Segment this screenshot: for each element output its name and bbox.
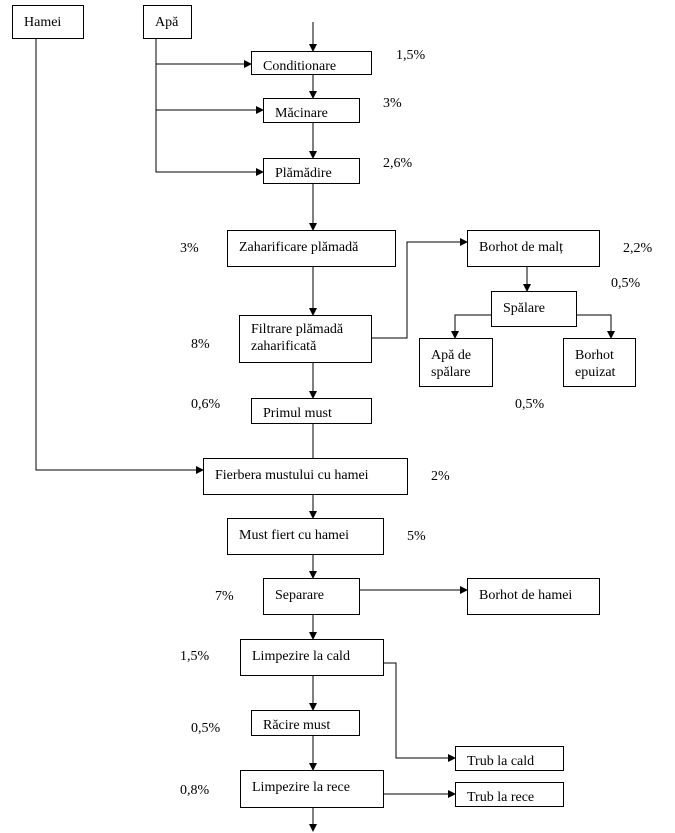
- box-limpezire-rece: Limpezire la rece: [240, 770, 384, 808]
- pct-limpezire-cald: 1,5%: [180, 649, 210, 664]
- pct-zaharificare: 3%: [180, 241, 199, 256]
- box-label: Borhot de hamei: [479, 588, 573, 603]
- box-borhot-epuizat: Borhot epuizat: [563, 338, 636, 387]
- box-fierbere: Fierbera mustului cu hamei: [203, 458, 408, 495]
- box-macinare: Măcinare: [263, 98, 360, 123]
- pct-borhot-malt: 2,2%: [623, 241, 653, 256]
- pct-macinare: 3%: [383, 96, 402, 111]
- box-label: Separare: [275, 588, 324, 603]
- box-label-line: Borhot: [575, 348, 614, 363]
- box-racire: Răcire must: [251, 710, 360, 736]
- box-trub-rece: Trub la rece: [455, 782, 564, 807]
- box-zaharificare: Zaharificare plămadă: [227, 230, 396, 267]
- box-filtrare: Filtrare plămadă zaharificată: [239, 315, 372, 363]
- box-borhot-hamei: Borhot de hamei: [467, 578, 600, 615]
- box-conditionare: Conditionare: [251, 51, 372, 75]
- pct-must-fiert: 5%: [407, 529, 426, 544]
- pct-spalare: 0,5%: [611, 276, 641, 291]
- box-limpezire-cald: Limpezire la cald: [240, 639, 384, 676]
- box-label: Borhot de malț: [479, 240, 563, 255]
- box-label: Hamei: [24, 15, 62, 30]
- box-label: Fierbera mustului cu hamei: [215, 468, 369, 483]
- box-label: Zaharificare plămadă: [239, 240, 359, 255]
- box-label-line: Apă de: [431, 348, 472, 363]
- pct-primul-must: 0,6%: [191, 397, 221, 412]
- box-separare: Separare: [263, 578, 360, 615]
- box-apa: Apă: [143, 5, 192, 39]
- pct-limpezire-rece: 0,8%: [180, 783, 210, 798]
- pct-plamadire: 2,6%: [383, 156, 413, 171]
- box-borhot-malt: Borhot de malț: [467, 230, 600, 267]
- box-label: Răcire must: [263, 718, 331, 733]
- box-label: Măcinare: [275, 106, 328, 121]
- pct-conditionare: 1,5%: [396, 48, 426, 63]
- pct-racire: 0,5%: [191, 721, 221, 736]
- box-label-line: epuizat: [575, 365, 616, 380]
- box-label: Apă: [155, 15, 179, 30]
- box-label: Limpezire la rece: [252, 780, 350, 795]
- box-apa-spalare: Apă de spălare: [419, 338, 493, 387]
- box-label: Trub la cald: [467, 754, 535, 769]
- box-primul-must: Primul must: [251, 398, 372, 424]
- box-label: Trub la rece: [467, 790, 535, 805]
- box-label: Plămădire: [275, 166, 332, 181]
- pct-spalare-out: 0,5%: [515, 397, 545, 412]
- box-label-line: Filtrare plămadă: [251, 322, 344, 337]
- pct-filtrare: 8%: [191, 337, 210, 352]
- box-label: Conditionare: [263, 59, 337, 74]
- box-trub-cald: Trub la cald: [455, 746, 564, 771]
- pct-separare: 7%: [215, 589, 234, 604]
- box-label: Must fiert cu hamei: [239, 528, 350, 543]
- box-plamadire: Plămădire: [263, 158, 360, 184]
- pct-fierbere: 2%: [431, 469, 450, 484]
- box-spalare: Spălare: [491, 291, 577, 327]
- box-label: Limpezire la cald: [252, 649, 350, 664]
- box-must-fiert: Must fiert cu hamei: [227, 518, 384, 555]
- box-label: Spălare: [503, 301, 545, 316]
- box-label: Primul must: [263, 406, 332, 421]
- box-hamei: Hamei: [12, 5, 84, 39]
- box-label-line: zaharificată: [251, 339, 317, 354]
- box-label-line: spălare: [431, 365, 471, 380]
